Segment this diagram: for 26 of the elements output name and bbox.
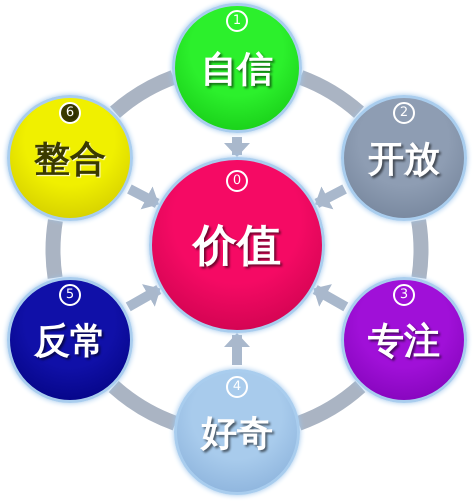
number-badge: 0	[226, 170, 248, 192]
block-arrow	[312, 284, 348, 312]
block-arrow	[126, 284, 162, 312]
value-label: 好奇	[199, 412, 274, 456]
ring-connector	[110, 70, 176, 118]
ring-connector	[46, 220, 63, 279]
value-label: 专注	[367, 320, 441, 364]
block-arrow	[127, 184, 160, 210]
ring-connector	[108, 380, 178, 430]
number-badge: 5	[59, 284, 81, 306]
block-arrow	[224, 137, 250, 157]
value-label: 自信	[200, 48, 274, 92]
number-badge: 3	[393, 284, 415, 306]
number-badge: 2	[393, 102, 415, 124]
number-badge: 1	[226, 10, 248, 32]
ring-connector	[296, 380, 366, 430]
block-arrow	[314, 184, 347, 210]
ring-connector	[411, 220, 428, 279]
value-label: 开放	[367, 138, 441, 182]
value-label: 整合	[33, 138, 107, 182]
value-label: 价值	[190, 219, 282, 273]
number-badge: 6	[59, 102, 81, 124]
value-label: 反常	[32, 320, 107, 364]
ring-connector	[298, 70, 364, 118]
block-arrow	[224, 333, 250, 365]
number-badge: 4	[226, 376, 248, 398]
